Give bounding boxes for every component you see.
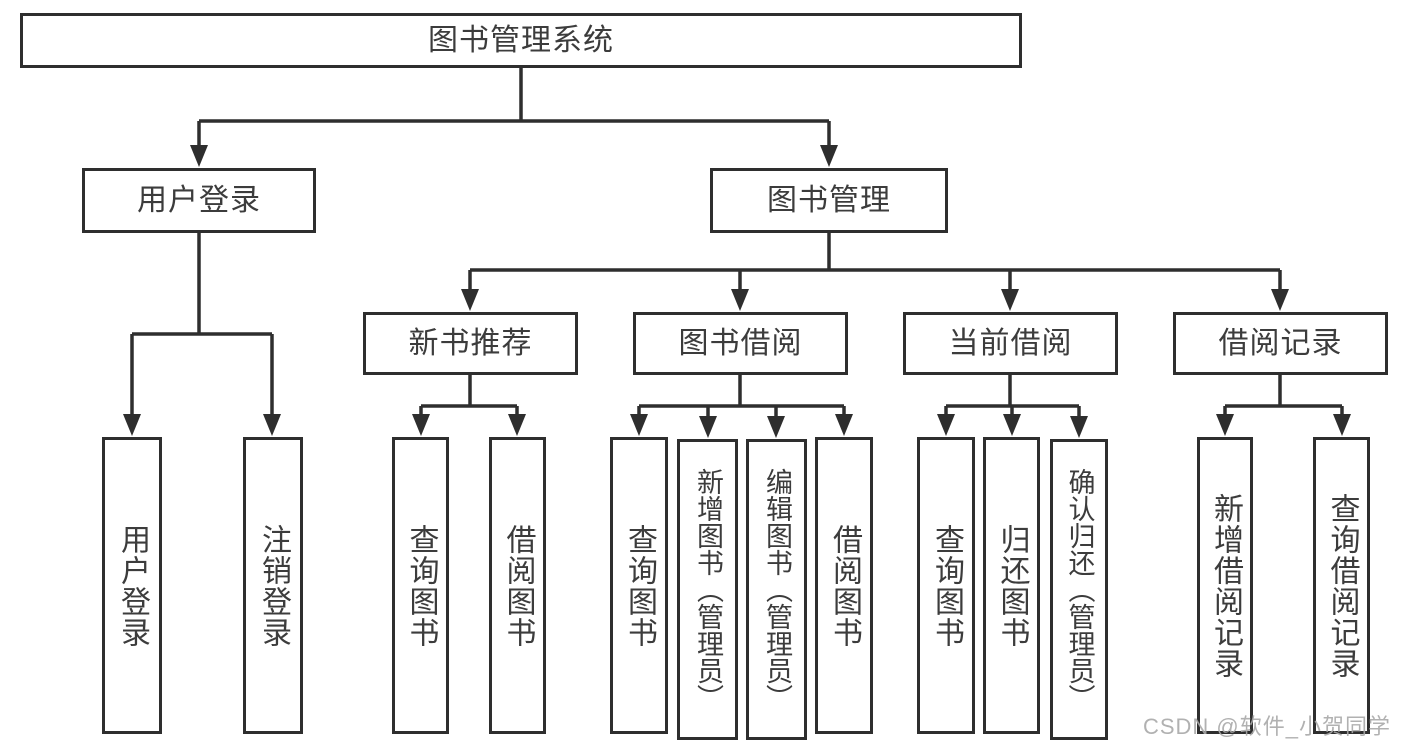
arrowheads [123, 145, 1351, 438]
csdn-watermark: CSDN @软件_小贺同学 [1142, 714, 1391, 739]
leaf-add-books-admin: 新增图书（管理员） [677, 439, 738, 740]
leaf-query-books-3: 查询图书 [917, 437, 975, 734]
node-book-management-system: 图书管理系统 [20, 13, 1022, 68]
leaf-query-books: 查询图书 [392, 437, 449, 734]
leaf-borrow-books: 借阅图书 [489, 437, 546, 734]
node-new-book-recommend: 新书推荐 [363, 312, 578, 375]
node-book-management: 图书管理 [710, 168, 948, 233]
leaf-add-borrow-record: 新增借阅记录 [1197, 437, 1253, 734]
leaf-user-login: 用户登录 [102, 437, 162, 734]
leaf-edit-books-admin: 编辑图书（管理员） [746, 439, 807, 740]
node-book-borrowing: 图书借阅 [633, 312, 848, 375]
leaf-borrow-books-2: 借阅图书 [815, 437, 873, 734]
leaf-query-borrow-record: 查询借阅记录 [1313, 437, 1370, 734]
node-current-borrowing: 当前借阅 [903, 312, 1118, 375]
node-user-login: 用户登录 [82, 168, 316, 233]
node-borrowing-records: 借阅记录 [1173, 312, 1388, 375]
leaf-confirm-return-admin: 确认归还（管理员） [1050, 439, 1108, 740]
leaf-logout: 注销登录 [243, 437, 303, 734]
leaf-return-books: 归还图书 [983, 437, 1040, 734]
leaf-query-books-2: 查询图书 [610, 437, 668, 734]
